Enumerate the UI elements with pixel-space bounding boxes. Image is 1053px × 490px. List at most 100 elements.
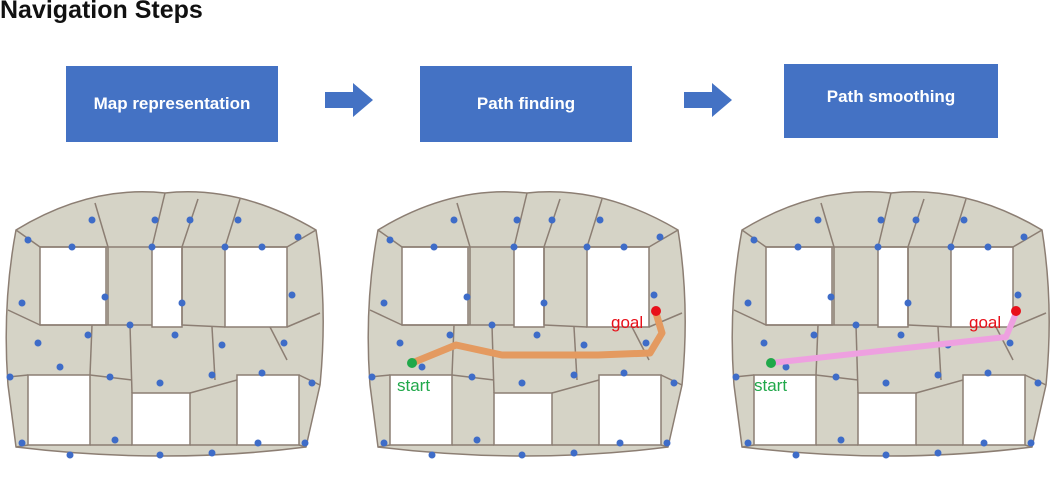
waypoint-dot: [510, 243, 518, 251]
waypoint-dot: [620, 243, 628, 251]
waypoint-dot: [368, 373, 376, 381]
waypoint-dot: [620, 369, 628, 377]
waypoint-dot: [984, 243, 992, 251]
waypoint-dot: [294, 233, 302, 241]
waypoint-dot: [732, 373, 740, 381]
waypoint-dot: [463, 293, 471, 301]
waypoint-dot: [548, 216, 556, 224]
navmesh-edge: [648, 312, 683, 328]
navmesh-edge: [224, 198, 241, 248]
waypoint-dot: [258, 243, 266, 251]
navmesh-edge: [995, 326, 1014, 361]
goal-label: goal: [611, 313, 643, 332]
page-title: Navigation Steps: [0, 0, 203, 24]
waypoint-dot: [947, 243, 955, 251]
waypoint-dot: [84, 331, 92, 339]
navmesh-edge: [1012, 229, 1043, 248]
waypoint-dot: [156, 379, 164, 387]
waypoints: [732, 216, 1042, 459]
waypoint-dot: [877, 216, 885, 224]
step-map-representation: Map representation: [66, 66, 278, 142]
waypoint-dot: [221, 243, 229, 251]
waypoint-dot: [744, 439, 752, 447]
waypoint-dot: [68, 243, 76, 251]
waypoints: [6, 216, 316, 459]
waypoint-dot: [794, 243, 802, 251]
waypoint-dot: [670, 379, 678, 387]
waypoint-dot: [380, 299, 388, 307]
waypoint-dot: [934, 371, 942, 379]
navmesh-edge: [298, 374, 321, 386]
navmesh-edge: [915, 379, 964, 394]
navmesh-edge: [456, 202, 471, 248]
navmesh-edge: [733, 309, 767, 326]
waypoint-dot: [960, 216, 968, 224]
waypoint-dot: [396, 339, 404, 347]
waypoint-dot: [24, 236, 32, 244]
path-finding-panel: start goal: [367, 191, 686, 459]
waypoint-dot: [650, 291, 658, 299]
navmesh-edge: [950, 198, 967, 248]
navmesh-edge: [586, 198, 603, 248]
waypoint-dot: [446, 331, 454, 339]
navmesh-edge: [855, 324, 859, 394]
navmesh: [731, 191, 1050, 457]
waypoint-dot: [642, 339, 650, 347]
waypoint-dot: [1034, 379, 1042, 387]
waypoint-dot: [18, 299, 26, 307]
navmesh-edge: [94, 202, 109, 248]
waypoint-dot: [430, 243, 438, 251]
navmesh-edge: [543, 324, 588, 328]
waypoint-dot: [386, 236, 394, 244]
navmesh-edge: [1024, 374, 1047, 386]
waypoint-dot: [218, 341, 226, 349]
waypoint-dot: [827, 293, 835, 301]
waypoint-dot: [186, 216, 194, 224]
navmesh-edge: [7, 309, 41, 326]
waypoint-dot: [518, 451, 526, 459]
waypoint-dot: [760, 339, 768, 347]
waypoint-dot: [101, 293, 109, 301]
waypoint-dot: [151, 216, 159, 224]
navmesh-edge: [491, 324, 495, 394]
waypoint-dot: [88, 216, 96, 224]
step-path-finding: Path finding: [420, 66, 632, 142]
start-label: start: [397, 376, 430, 395]
navmesh-map-panel: [5, 191, 324, 459]
navmesh-edge: [1012, 312, 1047, 328]
waypoint-dot: [468, 373, 476, 381]
waypoint-dot: [258, 369, 266, 377]
start-label: start: [754, 376, 787, 395]
waypoint-dot: [750, 236, 758, 244]
navmesh-edge: [815, 324, 819, 376]
navmesh-edge: [937, 326, 942, 381]
waypoint-dot: [540, 299, 548, 307]
waypoint-dot: [984, 369, 992, 377]
waypoint-dot: [570, 449, 578, 457]
arrow-right-icon: [325, 83, 373, 117]
waypoint-dot: [254, 439, 262, 447]
waypoint-dot: [1027, 439, 1035, 447]
navmesh-edge: [660, 374, 683, 386]
waypoint-dot: [980, 439, 988, 447]
navmesh-edge: [129, 324, 133, 394]
waypoint-dot: [782, 363, 790, 371]
navmesh-shape: [5, 191, 324, 457]
navmesh-edge: [1024, 444, 1033, 448]
goal-marker: [651, 306, 661, 316]
navmesh-edge: [298, 444, 307, 448]
goal-marker: [1011, 306, 1021, 316]
goal-label: goal: [969, 313, 1001, 332]
waypoint-dot: [810, 331, 818, 339]
waypoint-dot: [814, 216, 822, 224]
waypoint-dot: [208, 371, 216, 379]
waypoint-dot: [156, 451, 164, 459]
navmesh-edge: [211, 326, 216, 381]
waypoint-dot: [580, 341, 588, 349]
waypoint-dot: [513, 216, 521, 224]
waypoint-dot: [6, 373, 14, 381]
navmesh-edge: [907, 324, 952, 328]
navmesh-edge: [551, 379, 600, 394]
waypoint-dot: [418, 363, 426, 371]
waypoint-dot: [744, 299, 752, 307]
